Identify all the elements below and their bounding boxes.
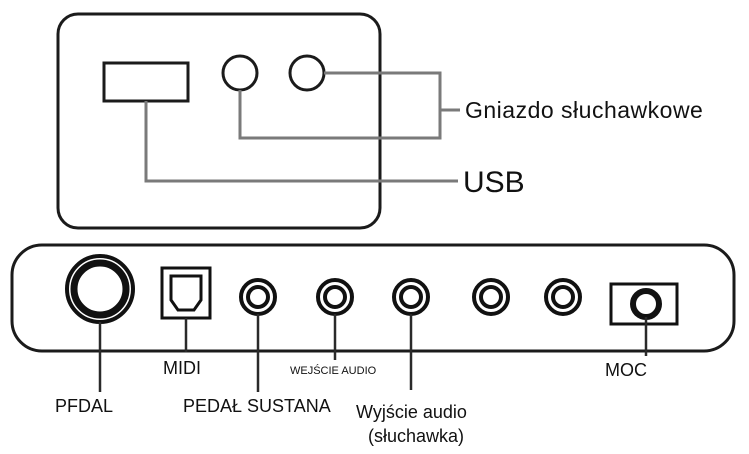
pedal-jack-inner [70,259,130,319]
top-panel: Gniazdo słuchawkowe USB [56,12,703,230]
bottom-panel: PFDAL MIDI PEDAŁ SUSTANA WEJŚCIE AUDIO W… [10,243,736,446]
sustain-label: PEDAŁ SUSTANA [183,396,331,416]
extra-jack-2 [544,278,582,316]
headphone-leader [238,71,442,140]
audio-in-label: WEJŚCIE AUDIO [290,364,377,377]
audio-out-sublabel: (słuchawka) [368,426,464,446]
power-port-pin [630,288,662,320]
midi-port-inner [169,274,203,312]
audio-out-label: Wyjście audio [356,402,467,422]
sustain-jack [239,278,277,316]
usb-port [102,61,190,103]
top-panel-frame [56,12,382,230]
extra-jack-1 [472,278,510,316]
headphone-label: Gniazdo słuchawkowe [465,97,703,123]
audio-in-jack [316,278,354,316]
usb-leader [144,101,458,183]
pedal-label: PFDAL [55,396,113,416]
audio-out-jack [392,278,430,316]
headphone-jack-1 [221,54,259,92]
power-label: MOC [605,360,647,380]
usb-label: USB [463,166,525,199]
midi-label: MIDI [163,358,201,378]
headphone-jack-2 [288,54,326,92]
